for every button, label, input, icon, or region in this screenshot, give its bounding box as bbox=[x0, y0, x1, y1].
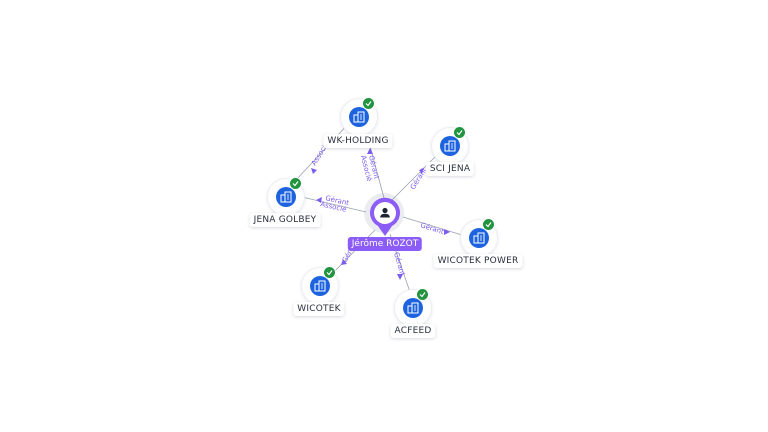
building-icon bbox=[310, 276, 330, 296]
verified-check-icon bbox=[323, 266, 336, 279]
building-icon bbox=[276, 187, 296, 207]
arrowhead-acfeed bbox=[397, 274, 403, 280]
company-label-wicotek[interactable]: WICOTEK bbox=[293, 302, 345, 316]
verified-check-icon bbox=[289, 177, 302, 190]
map-pin-shape bbox=[370, 197, 400, 236]
company-node-wk-holding[interactable] bbox=[341, 97, 377, 135]
company-node-wicotek[interactable] bbox=[302, 266, 338, 304]
verified-check-icon bbox=[453, 126, 466, 139]
company-node-acfeed[interactable] bbox=[395, 288, 431, 326]
edge-center-jena-golbey bbox=[301, 196, 367, 213]
company-label-acfeed[interactable]: ACFEED bbox=[390, 324, 436, 338]
arrowhead-jena-golbey bbox=[316, 197, 322, 203]
arrowhead-wicotek-power bbox=[444, 229, 450, 235]
building-icon bbox=[403, 298, 423, 318]
verified-check-icon bbox=[416, 288, 429, 301]
building-icon bbox=[440, 136, 460, 156]
edge-label-wicotek-power-gerant: Gérant bbox=[419, 221, 445, 236]
arrowhead-sci-jena bbox=[419, 168, 424, 174]
company-label-jena-golbey[interactable]: JENA GOLBEY bbox=[249, 213, 321, 227]
company-node-sci-jena[interactable] bbox=[432, 126, 468, 164]
arrowhead-golbey-wk bbox=[311, 168, 317, 174]
person-name-label[interactable]: Jérôme ROZOT bbox=[347, 237, 423, 251]
person-icon bbox=[380, 207, 390, 218]
edge-center-wicotek-power bbox=[402, 216, 463, 236]
verified-check-icon bbox=[482, 218, 495, 231]
company-label-wicotek-power[interactable]: WICOTEK POWER bbox=[433, 254, 523, 268]
building-icon bbox=[469, 228, 489, 248]
company-label-sci-jena[interactable]: SCI JENA bbox=[425, 162, 475, 176]
verified-check-icon bbox=[362, 97, 375, 110]
company-node-wicotek-power[interactable] bbox=[461, 218, 497, 256]
arrowhead-wk-holding bbox=[367, 148, 373, 154]
arrowhead-wicotek bbox=[341, 259, 347, 265]
company-label-wk-holding[interactable]: WK-HOLDING bbox=[323, 134, 393, 148]
company-node-jena-golbey[interactable] bbox=[268, 177, 304, 215]
edge-label-acfeed-gerant: Gérant bbox=[392, 251, 406, 277]
person-node[interactable] bbox=[368, 196, 402, 242]
edge-center-wk-holding bbox=[369, 145, 385, 199]
building-icon bbox=[349, 107, 369, 127]
edge-jena-golbey-wk-holding bbox=[295, 121, 351, 181]
